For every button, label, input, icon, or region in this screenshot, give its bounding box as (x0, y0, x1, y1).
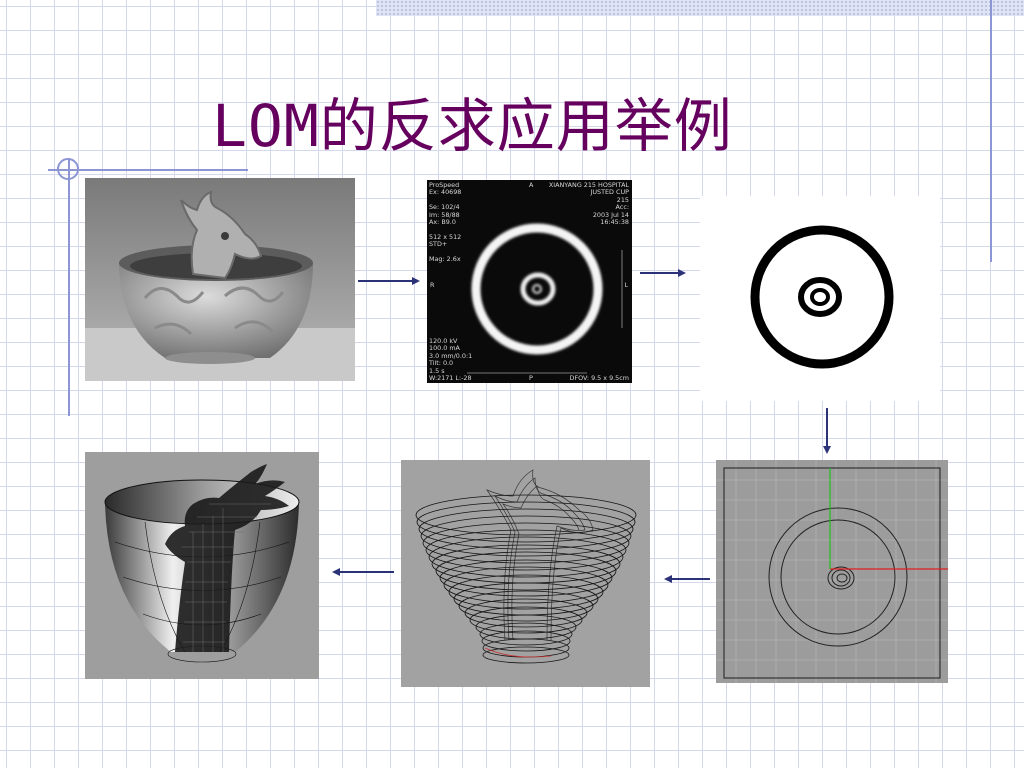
arrow-icon (332, 568, 394, 576)
decorative-vertical-line-right (990, 0, 992, 262)
slide-title-cjk: 的反求应用举例 (319, 92, 733, 160)
arrow-icon (358, 277, 420, 285)
ct-orientation-bottom: P (529, 374, 533, 382)
ct-marker-right: L (624, 281, 628, 289)
decorative-ring (57, 158, 79, 180)
ct-info-top-left: ProSpeed Ex: 40698 Se: 102/4 Im: 58/88 A… (429, 181, 462, 264)
ct-info-top-right: XIANYANG 215 HOSPITAL JUSTED CUP 215 Acc… (548, 181, 629, 227)
ct-dfov: DFOV: 9.5 x 9.5cm (569, 374, 629, 382)
binary-contour-image (700, 196, 940, 401)
slide-title: LOM的反求应用举例 (212, 86, 733, 166)
ct-scan-image: ProSpeed Ex: 40698 Se: 102/4 Im: 58/88 A… (427, 180, 632, 383)
stacked-layer-contours (401, 460, 650, 687)
cad-contour-view (716, 460, 948, 683)
arrow-icon (823, 408, 831, 454)
decorative-horizontal-line (48, 169, 248, 171)
top-decorative-band (376, 0, 1024, 16)
dragon-cup-photo (85, 178, 355, 381)
wireframe-3d-model (85, 452, 319, 679)
ct-marker-left: R (430, 281, 435, 289)
slide-title-latin: LOM (212, 92, 320, 160)
ct-orientation-top: A (529, 181, 534, 189)
arrow-icon (640, 269, 686, 277)
decorative-vertical-line-left (68, 158, 70, 416)
ct-info-bottom-left: 120.0 kV 100.0 mA 3.0 mm/0.0:1 Tilt: 0.0… (429, 337, 473, 383)
arrow-icon (664, 575, 710, 583)
